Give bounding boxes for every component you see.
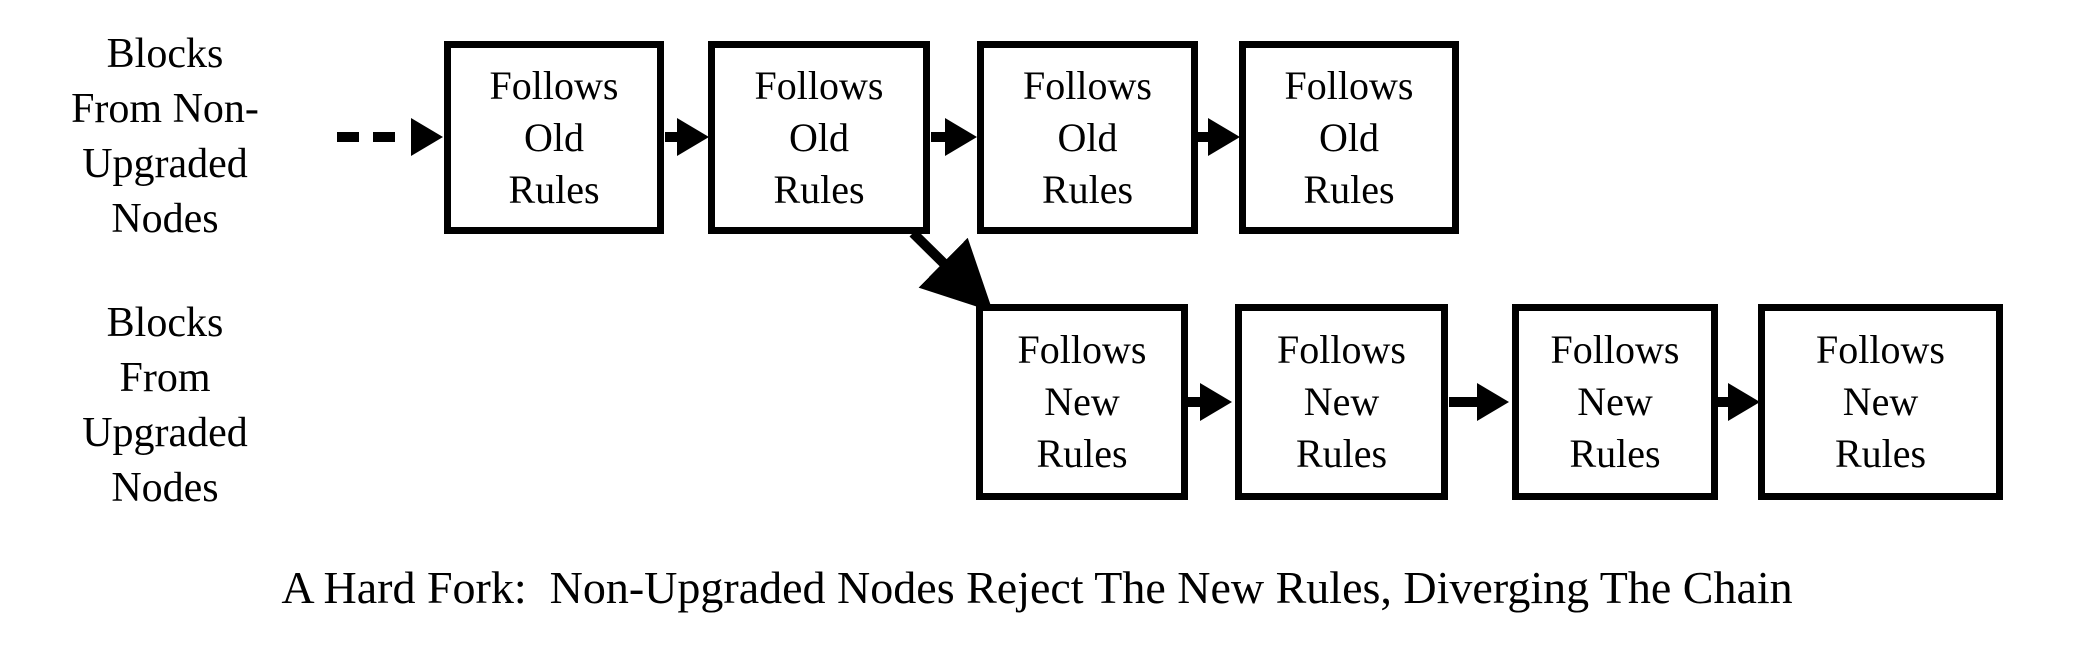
arrow-head: [677, 118, 709, 156]
arrow-head: [1208, 118, 1240, 156]
block-text-line-2: New: [1303, 379, 1380, 424]
arrow-shaft: [1718, 397, 1730, 407]
block-text-line-2: Old: [1057, 114, 1118, 160]
block-text-line-1: Follows: [1550, 327, 1680, 372]
block-text-line-1: Follows: [1284, 62, 1414, 108]
fork-divergence-arrow: [909, 229, 993, 312]
block-text-line-1: Follows: [1816, 327, 1945, 372]
block-old-4[interactable]: Follows Old Rules: [1239, 41, 1459, 234]
block-text-line-1: Follows: [754, 62, 884, 108]
block-text-line-2: New: [1577, 379, 1653, 424]
row-label-upgraded-nodes: Blocks From Upgraded Nodes: [82, 300, 248, 511]
block-text-line-1: Follows: [1023, 62, 1152, 108]
block-old-2[interactable]: Follows Old Rules: [708, 41, 930, 234]
arrow-head: [1477, 383, 1509, 421]
arrow-head: [945, 118, 977, 156]
block-text-line-3: Rules: [1295, 431, 1388, 476]
block-text-line-3: Rules: [1303, 166, 1395, 212]
block-text-line-2: New: [1842, 379, 1919, 424]
block-text-line-3: Rules: [773, 166, 865, 212]
arrow-head: [411, 118, 443, 156]
block-text-line-1: Follows: [1017, 327, 1147, 372]
block-new-3[interactable]: Follows New Rules: [1512, 304, 1718, 500]
row-label-non-upgraded-nodes: Blocks From Non- Upgraded Nodes: [71, 31, 259, 242]
block-text-line-2: Old: [524, 114, 584, 160]
arrow-shaft: [1188, 397, 1202, 407]
block-text-line-2: Old: [789, 114, 849, 160]
block-text-line-3: Rules: [1041, 166, 1134, 212]
arrow-shaft: [931, 132, 947, 142]
arrow-shaft: [1449, 397, 1479, 407]
block-text-line-3: Rules: [1569, 431, 1661, 476]
block-new-1[interactable]: Follows New Rules: [976, 304, 1188, 500]
block-old-1[interactable]: Follows Old Rules: [444, 41, 664, 234]
block-text-line-1: Follows: [489, 62, 619, 108]
block-text-line-3: Rules: [1036, 431, 1128, 476]
block-text-line-1: Follows: [1277, 327, 1406, 372]
arrow-head: [1728, 383, 1760, 421]
block-old-3[interactable]: Follows Old Rules: [977, 41, 1198, 234]
arrow-shaft: [337, 132, 409, 142]
block-new-2[interactable]: Follows New Rules: [1235, 304, 1448, 500]
diagram-caption: A Hard Fork: Non-Upgraded Nodes Reject T…: [281, 562, 1793, 613]
arrow-shaft: [1198, 132, 1210, 142]
arrow-head: [1200, 383, 1232, 421]
block-text-line-2: New: [1044, 379, 1120, 424]
block-new-4[interactable]: Follows New Rules: [1758, 304, 2003, 500]
block-text-line-3: Rules: [1834, 431, 1927, 476]
arrow-shaft: [665, 132, 679, 142]
block-text-line-2: Old: [1319, 114, 1379, 160]
block-text-line-3: Rules: [508, 166, 600, 212]
